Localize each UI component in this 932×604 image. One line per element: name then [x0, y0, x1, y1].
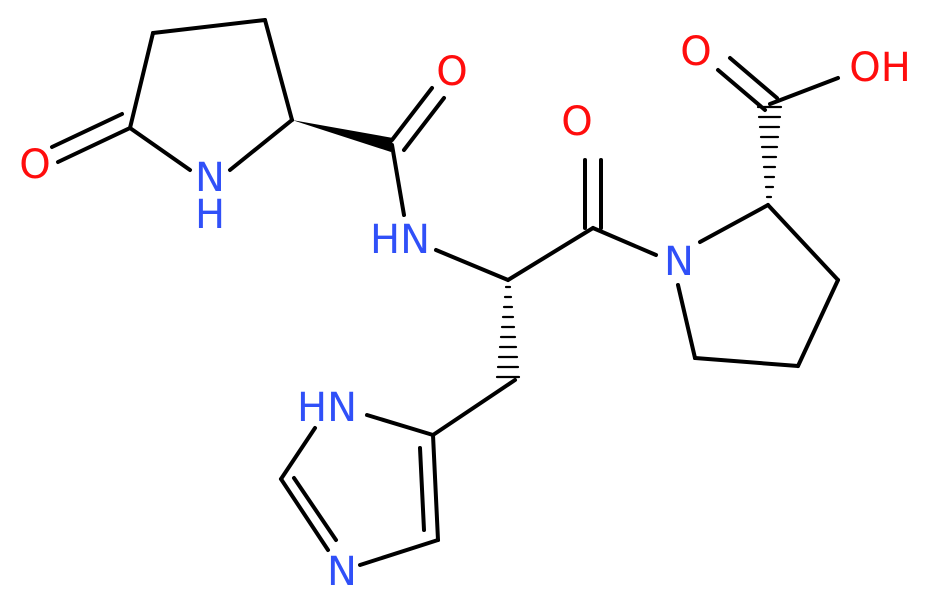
- bond: [128, 31, 155, 130]
- bond: [56, 126, 132, 164]
- hash-bond-proline: [756, 105, 783, 199]
- atom-oh-acid: OH: [849, 45, 911, 91]
- bond: [128, 126, 192, 172]
- bond: [390, 86, 434, 142]
- bond: [279, 477, 330, 552]
- bond: [768, 76, 840, 106]
- bond: [506, 226, 595, 282]
- bond: [390, 143, 406, 217]
- atom-hn-amide: HN: [370, 217, 430, 263]
- bond: [365, 413, 435, 437]
- atom-n-lactam: N: [195, 155, 225, 201]
- bond: [434, 248, 510, 282]
- bond: [418, 446, 426, 532]
- bond: [728, 56, 779, 100]
- bond: [431, 433, 440, 542]
- atom-o-acid: O: [680, 29, 711, 75]
- bond: [676, 283, 697, 360]
- atom-hn-imidazole: HN: [297, 385, 357, 431]
- bonds: [50, 18, 840, 567]
- bond: [766, 203, 840, 282]
- bond: [716, 68, 767, 112]
- wedge-bond: [292, 120, 393, 152]
- atom-o-amide1: O: [436, 49, 467, 95]
- hash-bond-alpha: [495, 285, 521, 379]
- atom-h-lactam: H: [195, 192, 225, 238]
- bond: [693, 356, 800, 368]
- bond: [698, 203, 770, 244]
- atom-n-proline: N: [664, 239, 694, 285]
- bond: [279, 426, 317, 481]
- atom-o-lactam: O: [19, 142, 50, 188]
- bond: [263, 18, 294, 122]
- bond: [358, 538, 440, 567]
- bond: [151, 18, 267, 35]
- atom-o-amide2: O: [561, 99, 592, 145]
- bond: [292, 476, 338, 542]
- bond: [50, 112, 124, 149]
- bond: [402, 96, 446, 152]
- bond: [228, 118, 294, 172]
- atom-n-imidazole: N: [327, 549, 357, 595]
- bond: [796, 278, 840, 368]
- bond: [431, 378, 517, 437]
- bond: [591, 226, 658, 257]
